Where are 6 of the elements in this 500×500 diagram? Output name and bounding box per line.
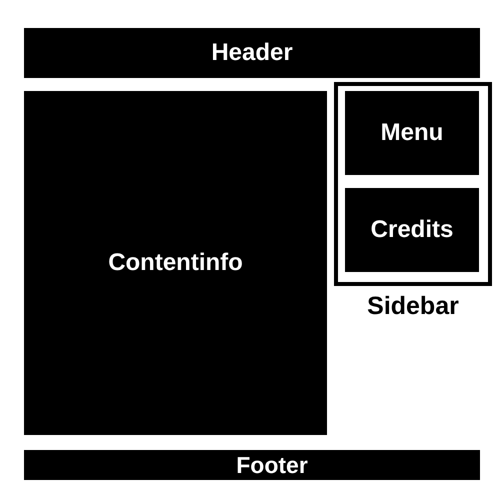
header-bar: Header (24, 28, 480, 78)
credits-block: Credits (345, 188, 479, 272)
footer-bar: Footer (24, 450, 480, 480)
menu-block: Menu (345, 91, 479, 175)
sidebar-label: Sidebar (366, 294, 460, 319)
content-block: Contentinfo (24, 91, 327, 435)
